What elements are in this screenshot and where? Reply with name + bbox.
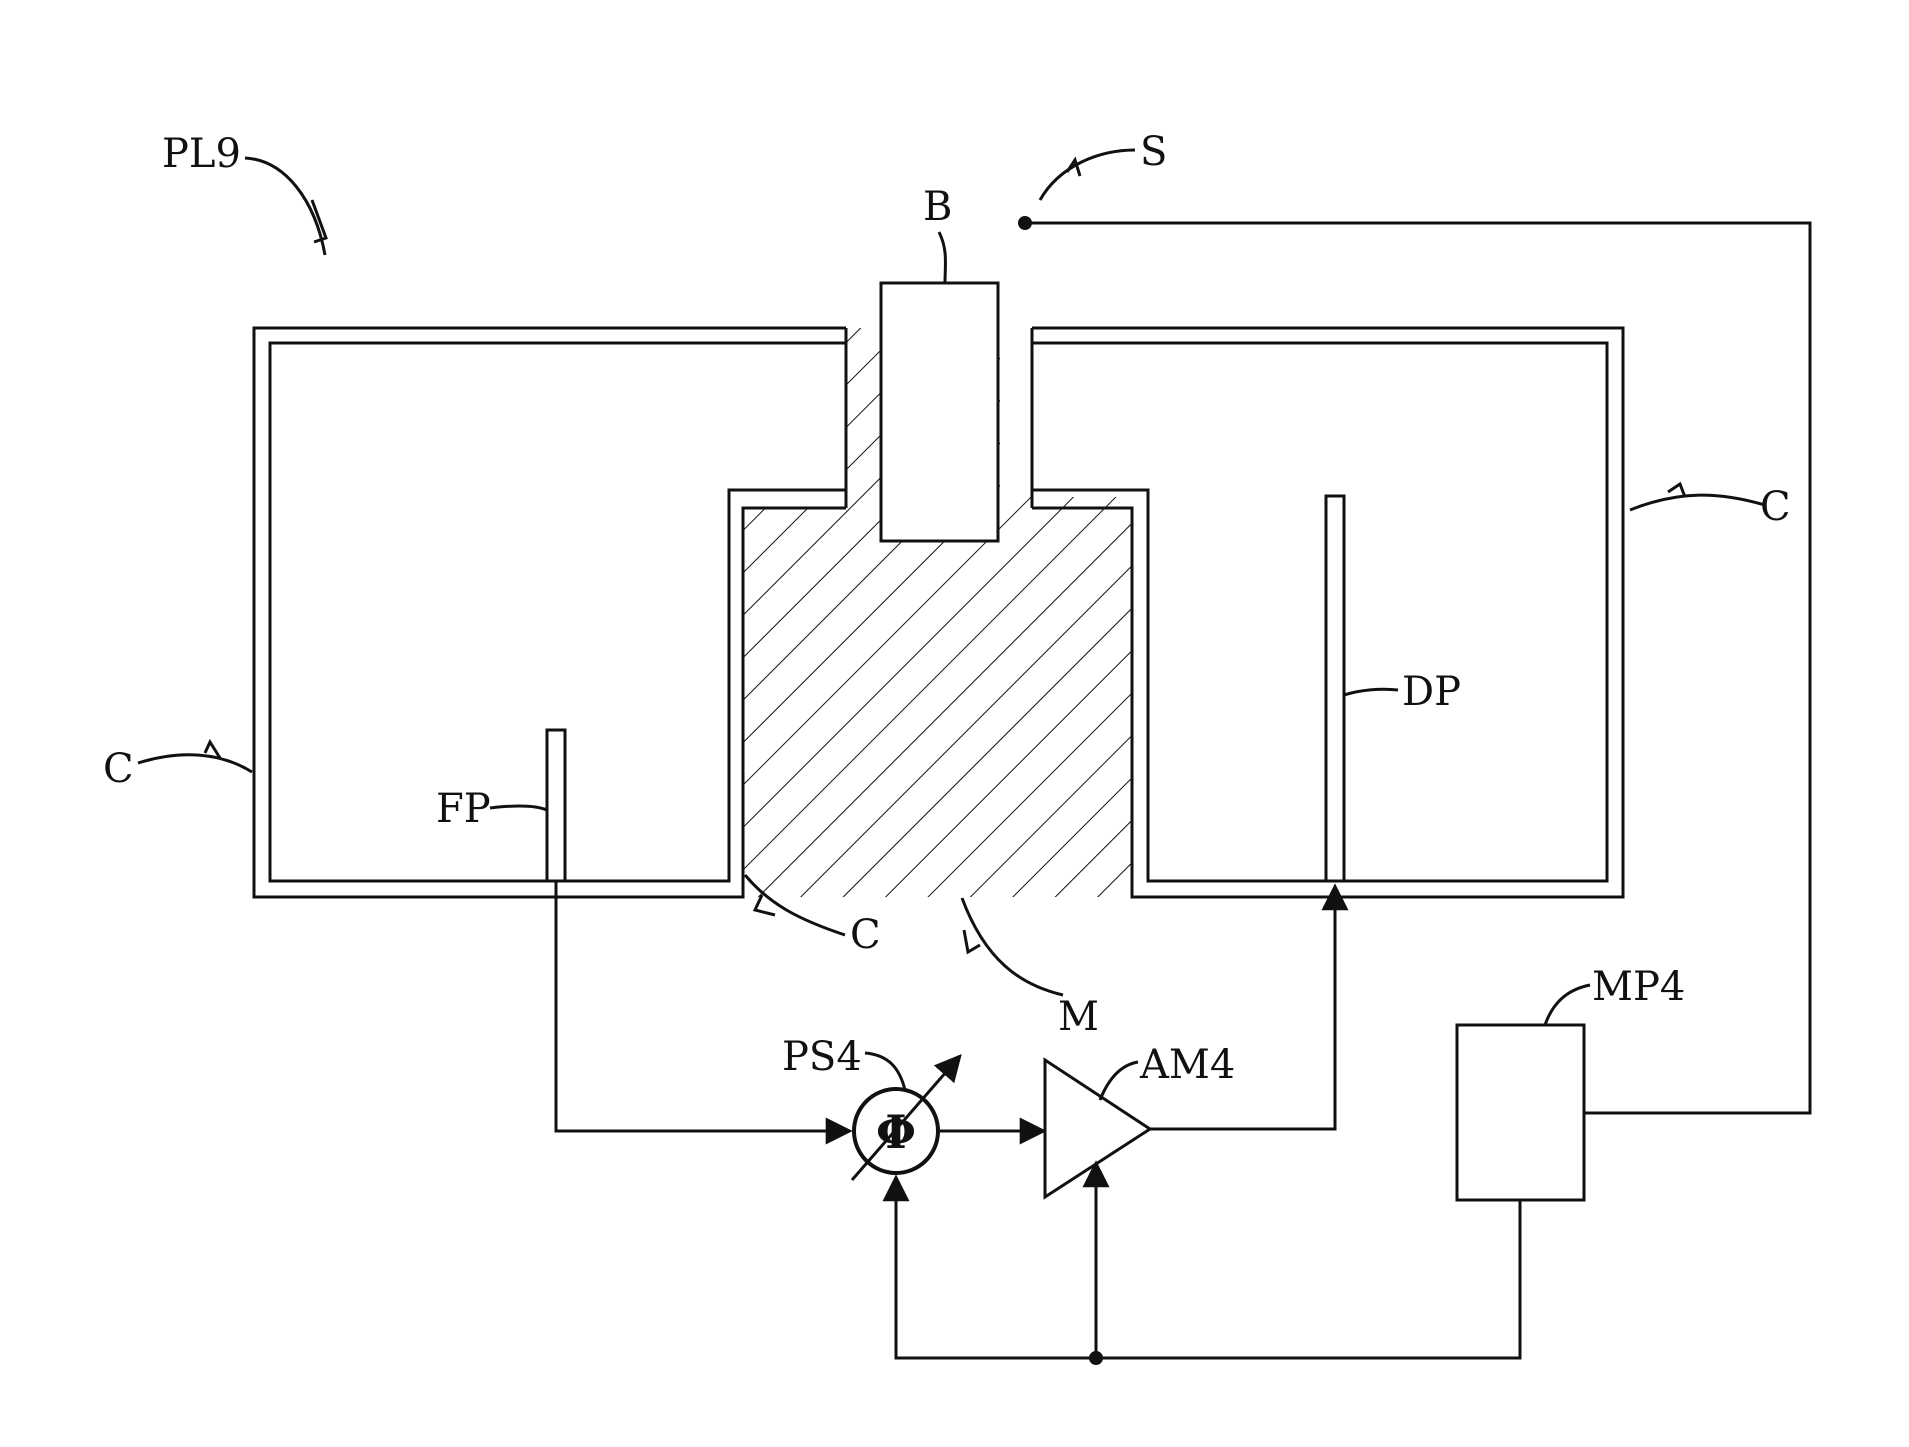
- label-dp: DP: [1402, 669, 1461, 715]
- leader-dp: [1344, 689, 1398, 695]
- leader-c-right: [1630, 495, 1765, 510]
- leader-c-bottom-tick: [755, 895, 775, 915]
- label-ps4: PS4: [782, 1034, 862, 1080]
- label-mp4: MP4: [1592, 964, 1685, 1010]
- processor-mp4: [1457, 1025, 1584, 1200]
- label-fp: FP: [436, 786, 491, 832]
- wire-mp4-to-s: [1025, 223, 1810, 1113]
- wire-am4-to-dp: [1150, 886, 1335, 1129]
- wire-mp4-control-bus: [896, 1177, 1520, 1358]
- detector-probe-dp: [1326, 496, 1344, 881]
- label-b: B: [923, 184, 952, 230]
- leader-am4: [1100, 1062, 1138, 1100]
- label-m: M: [1058, 994, 1099, 1040]
- label-am4: AM4: [1139, 1042, 1235, 1088]
- feed-probe-fp: [547, 730, 565, 881]
- leader-s: [1040, 150, 1135, 200]
- leader-c-left: [138, 755, 252, 772]
- label-s: S: [1140, 129, 1167, 175]
- label-c-left: C: [103, 746, 134, 792]
- label-c-bottom: C: [850, 912, 881, 958]
- label-pl9: PL9: [162, 131, 241, 177]
- leader-mp4: [1545, 985, 1590, 1025]
- leader-ps4: [865, 1053, 905, 1090]
- leader-b: [939, 232, 945, 283]
- junction-dot-control: [1089, 1351, 1103, 1365]
- leader-fp: [490, 806, 547, 810]
- label-c-right: C: [1760, 484, 1791, 530]
- signal-point-s: [1018, 216, 1032, 230]
- beam-block-b: [881, 283, 998, 541]
